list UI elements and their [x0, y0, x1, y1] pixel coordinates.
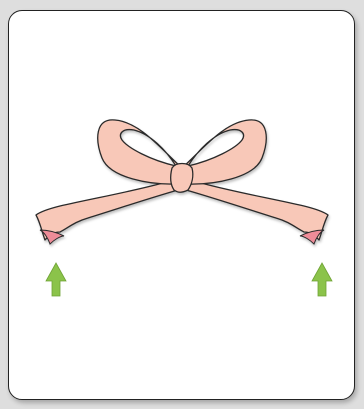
right-ribbon-tail — [186, 181, 328, 240]
up-arrow-icon — [46, 263, 66, 296]
left-ribbon-tail — [36, 181, 178, 240]
right-bow-loop — [182, 120, 266, 184]
bow-knot — [171, 164, 193, 193]
up-arrow-icon — [312, 263, 332, 296]
left-bow-loop — [98, 120, 182, 184]
ribbon-bow-icon — [36, 120, 328, 244]
